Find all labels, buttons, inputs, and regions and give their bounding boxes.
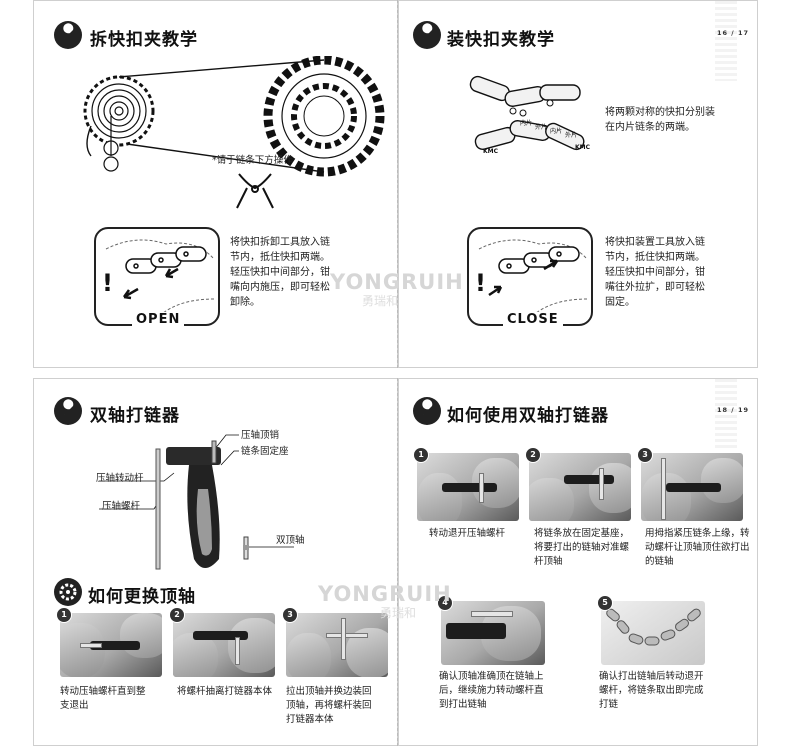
step-number: 3 xyxy=(282,607,298,623)
page-fold xyxy=(397,378,398,746)
rear-cassette xyxy=(83,75,155,147)
step-caption: 转动退开压轴螺杆 xyxy=(429,528,506,539)
wrench-icon xyxy=(54,21,82,49)
step-caption: 转动压轴螺杆直到整 支退出 xyxy=(60,686,146,711)
arrow-icon xyxy=(488,285,503,297)
step-4-photo xyxy=(441,601,545,665)
instruction-text: 将快扣装置工具放入链 节内，抵住快扣两端。 轻压快扣中间部分，钳 嘴往外拉扩，即… xyxy=(605,237,705,308)
arrow-icon xyxy=(543,259,559,271)
step-number: 3 xyxy=(637,447,653,463)
svg-text:KMC: KMC xyxy=(483,148,499,155)
svg-text:外片: 外片 xyxy=(565,131,577,139)
step-3-photo xyxy=(641,453,743,521)
step-number: 1 xyxy=(413,447,429,463)
page-title: 装快扣夹教学 xyxy=(447,30,555,50)
chain-tool-illustration xyxy=(99,434,294,570)
label-pin: 压轴顶销 xyxy=(241,430,280,441)
step-caption: 拉出顶轴并换边装回 顶轴，再将螺杆装回 打链器本体 xyxy=(286,686,372,725)
step-caption: 用拇指紧压链条上缘，转 动螺杆让顶轴顶住欲打出 的链轴 xyxy=(645,528,750,567)
svg-text:KMC: KMC xyxy=(575,144,591,151)
install-tool-illustration: ! xyxy=(467,227,593,326)
step-caption: 将链条放在固定基座， 将要打出的链轴对准螺 杆顶轴 xyxy=(534,528,630,567)
wrench-icon xyxy=(54,397,82,425)
wrench-icon xyxy=(413,397,441,425)
step-2-photo xyxy=(173,613,275,677)
label-screw: 压轴螺杆 xyxy=(102,501,141,512)
page-number: 16 / 17 xyxy=(717,29,749,37)
pliers-icon xyxy=(236,173,274,209)
step-number: 2 xyxy=(169,607,185,623)
step-number: 5 xyxy=(597,595,613,611)
step-2-photo xyxy=(529,453,631,521)
label-rod: 压轴转动杆 xyxy=(96,473,144,484)
svg-text:外片: 外片 xyxy=(535,123,547,131)
panel-install-quick-link: 装快扣夹教学 16 / 17 KMC 内片 外片 内片 外片 KMC 将两颗对称… xyxy=(398,0,758,368)
exclamation-icon: ! xyxy=(102,269,113,297)
watermark-cn: 勇瑞和 xyxy=(362,294,399,308)
chain-drive-illustration: *请于链条下方操作 xyxy=(83,56,385,209)
page-fold xyxy=(397,0,398,368)
watermark-cn: 勇瑞和 xyxy=(380,606,417,620)
svg-text:内片: 内片 xyxy=(520,119,532,127)
section-title: 双轴打链器 xyxy=(90,406,180,426)
chain-links xyxy=(125,246,207,274)
panel-remove-quick-link: 拆快扣夹教学 *请于链条下方操作 xyxy=(33,0,398,368)
note-text: *请于链条下方操作 xyxy=(212,154,293,166)
description-text: 将两颗对称的快扣分别装 在内片链条的两端。 xyxy=(605,107,715,133)
open-label: OPEN xyxy=(132,312,185,327)
step-1-photo xyxy=(60,613,162,677)
close-label: CLOSE xyxy=(503,312,563,327)
step-3-photo xyxy=(286,613,388,677)
arrow-icon xyxy=(164,267,179,279)
instruction-text: 将快扣拆卸工具放入链 节内，抵住快扣两端。 轻压快扣中间部分，钳 嘴向内施压，即… xyxy=(230,237,330,308)
section-title: 如何使用双轴打链器 xyxy=(447,406,609,426)
watermark-logo: YONGRUIH xyxy=(330,270,464,294)
step-caption: 确认顶轴准确顶在链轴上 后，继续施力转动螺杆直 到打出链轴 xyxy=(439,671,544,710)
section-subtitle: 如何更换顶轴 xyxy=(88,587,196,607)
page-tab-stripe xyxy=(715,379,737,449)
page-title: 拆快扣夹教学 xyxy=(90,30,198,50)
page-number: 18 / 19 xyxy=(717,406,749,414)
wrench-icon xyxy=(413,21,441,49)
chain xyxy=(86,59,325,173)
panel-chain-tool: 双轴打链器 压轴顶销 链条固定座 压轴转动杆 压轴螺杆 双顶轴 如何更换顶轴 1… xyxy=(33,378,398,746)
step-number: 2 xyxy=(525,447,541,463)
exclamation-icon: ! xyxy=(475,269,486,297)
step-caption: 确认打出链轴后转动退开 螺杆，将链条取出即完成 打链 xyxy=(599,671,704,710)
quick-link-diagram: KMC 内片 外片 内片 外片 KMC xyxy=(469,75,591,155)
step-1-photo xyxy=(417,453,519,521)
panel-how-to-use: 如何使用双轴打链器 18 / 19 1 转动退开压轴螺杆 2 将链条放在固定基座… xyxy=(398,378,758,746)
step-number: 1 xyxy=(56,607,72,623)
label-double-pin: 双顶轴 xyxy=(276,535,305,546)
front-chainring xyxy=(263,56,385,177)
step-caption: 将螺杆抽离打链器本体 xyxy=(177,686,273,697)
gear-icon xyxy=(54,578,82,606)
label-seat: 链条固定座 xyxy=(241,446,289,457)
watermark-logo: YONGRUIH xyxy=(318,582,452,606)
step-5-photo xyxy=(601,601,705,665)
svg-text:内片: 内片 xyxy=(550,127,562,135)
page-tab-stripe xyxy=(715,1,737,81)
arrow-icon xyxy=(122,287,139,300)
derailleur-pulleys xyxy=(103,116,119,172)
step-number: 4 xyxy=(437,595,453,611)
